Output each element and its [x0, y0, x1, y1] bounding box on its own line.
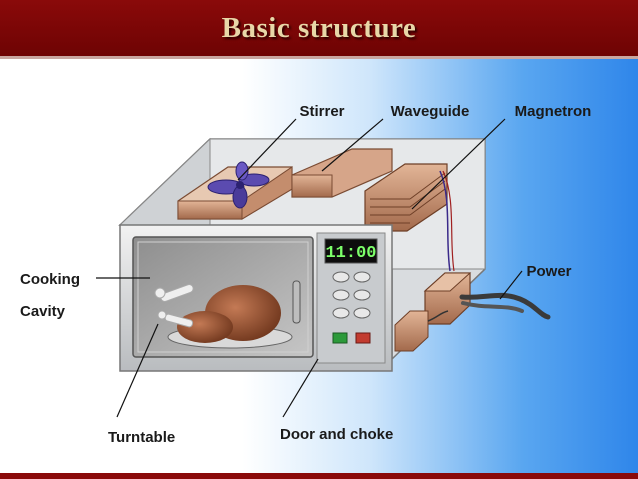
- control-panel: 11:00: [316, 232, 386, 364]
- power-leader-line: [499, 270, 523, 300]
- cooking-cavity-label-line1: Cooking: [20, 271, 80, 288]
- slide-title: Basic structure: [221, 11, 417, 44]
- keypad-button[interactable]: [332, 307, 350, 319]
- stirrer-label: Stirrer: [299, 103, 344, 120]
- keypad-button[interactable]: [353, 289, 371, 301]
- timer-display: [324, 238, 378, 264]
- keypad-button[interactable]: [332, 289, 350, 301]
- cooking-cavity-label-line2: Cavity: [20, 303, 66, 320]
- magnetron: [364, 163, 455, 272]
- waveguide-label: Waveguide: [391, 103, 470, 120]
- start-button[interactable]: [332, 332, 348, 344]
- door-choke-label: Door and choke: [280, 426, 393, 443]
- choke-box: [394, 310, 449, 352]
- stirrer-leader-line: [237, 118, 297, 181]
- magnetron-label: Magnetron: [515, 103, 592, 120]
- keypad-button[interactable]: [353, 271, 371, 283]
- magnetron-leader-line: [411, 118, 506, 210]
- bottom-bar: [0, 473, 638, 479]
- power-label: Power: [526, 263, 571, 280]
- roast-chicken: [154, 284, 281, 343]
- turntable-label: Turntable: [108, 429, 175, 446]
- door-choke-leader-line: [282, 358, 319, 418]
- title-bar: Basic structure: [0, 0, 638, 59]
- timer-text: 11:00: [325, 244, 376, 263]
- keypad-button[interactable]: [332, 271, 350, 283]
- keypad-button[interactable]: [353, 307, 371, 319]
- waveguide: [291, 148, 393, 198]
- stirrer-fan-icon: [207, 161, 270, 209]
- power-supply: [423, 272, 551, 325]
- stop-button[interactable]: [355, 332, 371, 344]
- waveguide-leader-line: [321, 118, 384, 172]
- microwave-diagram: 11:00 Stirrer Waveguide Magnetron Power …: [20, 103, 592, 446]
- turntable-leader-line: [116, 323, 159, 418]
